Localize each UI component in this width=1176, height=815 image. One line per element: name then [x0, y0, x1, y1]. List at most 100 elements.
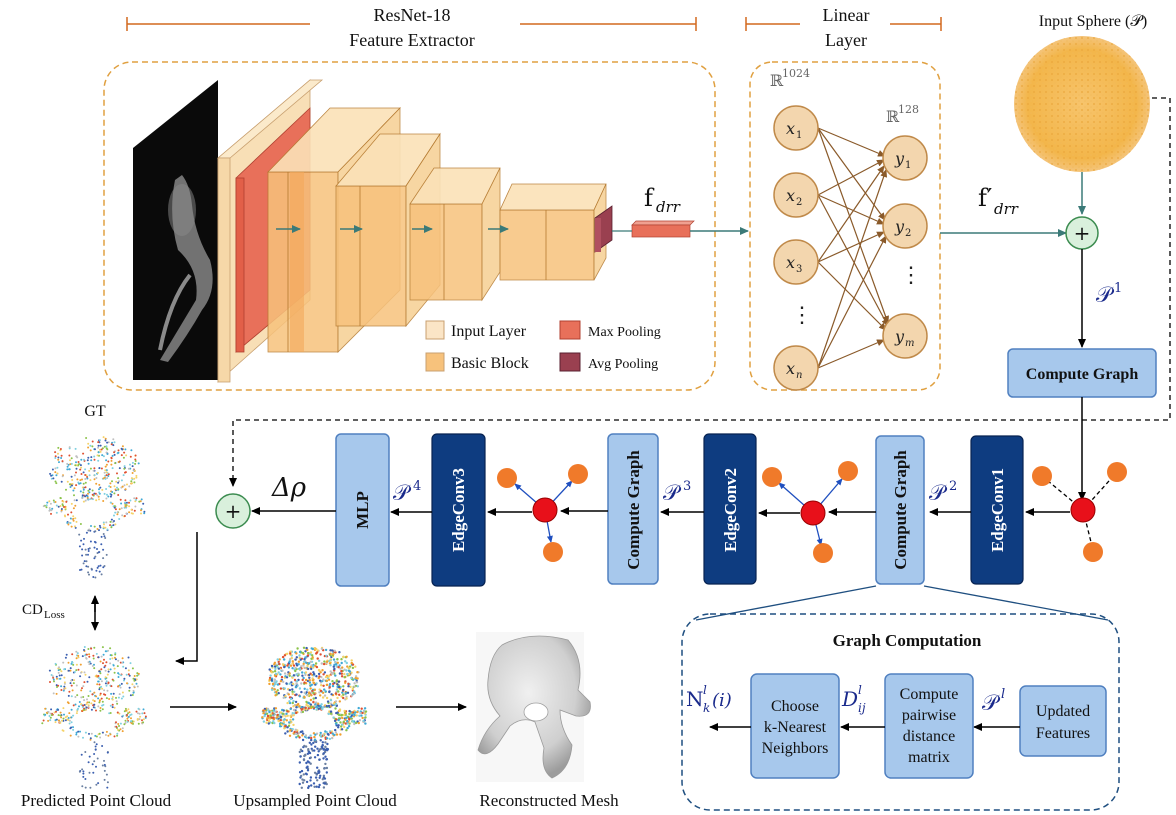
point	[339, 721, 342, 724]
point	[342, 696, 345, 700]
point	[88, 491, 91, 494]
point	[291, 660, 294, 663]
point	[334, 702, 338, 706]
point	[119, 686, 122, 689]
point	[74, 525, 76, 528]
point	[128, 674, 131, 677]
point	[111, 467, 114, 470]
compute-graph-2-block[interactable]: Compute Graph	[875, 435, 925, 585]
resnet-title-2: Feature Extractor	[349, 30, 474, 50]
point	[309, 687, 312, 690]
point	[287, 724, 291, 727]
point	[135, 498, 138, 501]
point	[303, 687, 306, 690]
point	[75, 669, 78, 672]
point	[144, 715, 147, 718]
point	[340, 675, 344, 678]
point	[74, 447, 77, 450]
point	[54, 662, 57, 665]
point	[273, 678, 276, 681]
knn-block[interactable]: Choose k-Nearest Neighbors	[750, 673, 840, 779]
point	[336, 683, 339, 686]
point	[92, 706, 95, 709]
point	[306, 679, 310, 683]
point	[354, 675, 358, 678]
point	[87, 442, 90, 445]
point	[121, 514, 124, 517]
point	[340, 695, 343, 698]
point	[262, 720, 266, 723]
edgeconv3-block[interactable]: EdgeConv3	[431, 433, 486, 587]
point	[84, 786, 87, 789]
point	[306, 651, 310, 655]
point	[355, 714, 358, 717]
point	[57, 446, 60, 449]
point	[314, 776, 318, 779]
point	[112, 438, 115, 441]
point	[288, 688, 291, 692]
point	[73, 474, 76, 477]
point	[113, 505, 116, 508]
point	[86, 477, 89, 480]
point	[334, 728, 337, 732]
point	[50, 674, 53, 676]
edgeconv2-block[interactable]: EdgeConv2	[703, 433, 757, 585]
point	[280, 723, 283, 726]
pairwise-distance-block[interactable]: Compute pairwise distance matrix	[884, 673, 974, 779]
point	[48, 715, 51, 717]
pairwise-line2: pairwise	[902, 707, 956, 724]
point	[304, 706, 307, 709]
point	[315, 708, 318, 711]
point	[289, 707, 292, 711]
zoom-line-left	[695, 585, 877, 621]
node-x3: x 3	[773, 239, 819, 285]
point	[341, 666, 344, 669]
upsampled-point-cloud[interactable]	[261, 646, 368, 790]
point	[317, 750, 320, 753]
node-y1-sub: 1	[905, 160, 911, 171]
point	[48, 507, 51, 509]
point	[337, 718, 340, 722]
point	[80, 689, 83, 692]
point	[104, 664, 107, 667]
mlp-block[interactable]: MLP	[335, 433, 390, 587]
point	[88, 676, 91, 679]
point	[80, 473, 83, 475]
point	[109, 712, 112, 714]
f-drr-prime-label: f′ drr	[978, 184, 1019, 218]
point	[278, 662, 281, 666]
point	[90, 708, 93, 711]
point	[316, 747, 319, 750]
point	[54, 480, 57, 483]
updated-features-block[interactable]: Updated Features	[1019, 685, 1107, 757]
compute-graph-top[interactable]: Compute Graph	[1007, 348, 1157, 398]
point	[318, 776, 321, 779]
gt-point-cloud[interactable]	[42, 436, 146, 579]
point	[98, 483, 101, 486]
point	[107, 681, 110, 684]
point	[102, 703, 105, 706]
point	[326, 749, 329, 752]
point	[337, 724, 340, 727]
point	[50, 474, 53, 477]
point	[309, 651, 313, 654]
point	[72, 726, 74, 729]
point	[87, 492, 89, 495]
point	[334, 731, 338, 734]
reconstructed-mesh[interactable]	[476, 632, 591, 782]
point	[129, 455, 132, 458]
point	[70, 475, 73, 478]
point	[97, 441, 100, 444]
point	[136, 674, 139, 677]
predicted-point-cloud[interactable]	[41, 646, 147, 789]
point	[90, 647, 93, 650]
point	[92, 469, 95, 472]
compute-graph-3-block[interactable]: Compute Graph	[607, 433, 659, 585]
point	[97, 675, 100, 677]
point	[333, 649, 336, 652]
point	[52, 692, 55, 695]
point	[95, 743, 98, 746]
edgeconv1-block[interactable]: EdgeConv1	[970, 435, 1024, 585]
point	[100, 535, 103, 538]
point	[90, 702, 93, 705]
